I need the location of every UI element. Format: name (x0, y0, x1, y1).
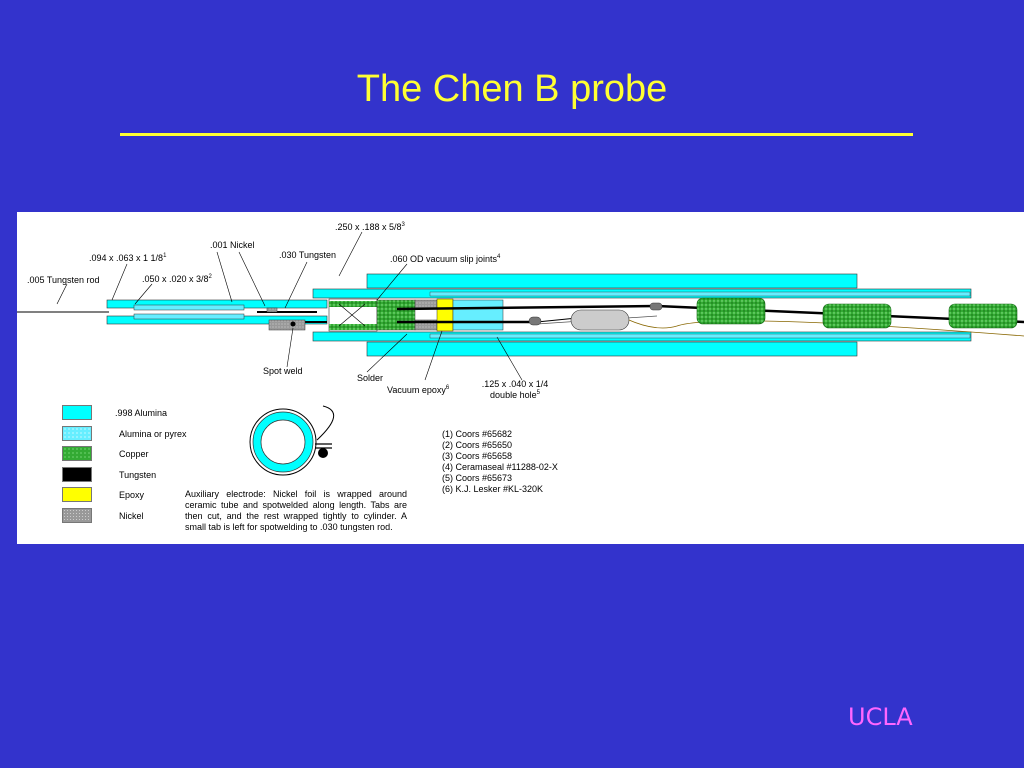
legend-swatch-copper (62, 446, 92, 461)
legend-swatch-alumina (62, 405, 92, 420)
label-nickel-001: .001 Nickel (210, 240, 255, 250)
epoxy-seal (436, 298, 454, 332)
diagram-panel: .250 x .188 x 5/83 .001 Nickel .094 x .0… (17, 212, 1024, 544)
reference-item: (6) K.J. Lesker #KL-320K (442, 484, 544, 494)
gray-capsule (570, 309, 630, 331)
label-tungsten-030: .030 Tungsten (279, 250, 337, 260)
alumina-tube-250 (312, 273, 972, 357)
legend-label: Tungsten (119, 470, 157, 480)
copper-coil-1 (696, 297, 766, 325)
label-double-hole: .125 x .040 x 1/4 double hole5 (481, 379, 549, 400)
label-spot-weld: Spot weld (263, 366, 303, 376)
reference-item: (4) Ceramaseal #11288-02-X (442, 462, 558, 472)
legend-swatch-pyrex (62, 426, 92, 441)
slide-title: The Chen B probe (356, 68, 668, 110)
legend-label: Epoxy (119, 490, 145, 500)
legend-swatch-nickel (62, 508, 92, 523)
reference-item: (2) Coors #65650 (442, 440, 513, 450)
legend-label: .998 Alumina (115, 408, 168, 418)
copper-coil-2 (822, 303, 892, 329)
auxiliary-electrode-drawing (249, 405, 334, 476)
auxiliary-note: Auxiliary electrode: Nickel foil is wrap… (185, 489, 407, 532)
label-alumina-050: .050 x .020 x 3/82 (142, 274, 212, 284)
reference-item: (3) Coors #65658 (442, 451, 513, 461)
alumina-tube-094 (106, 299, 328, 325)
label-solder: Solder (357, 373, 384, 383)
legend-swatch-epoxy (62, 487, 92, 502)
label-tungsten-rod: .005 Tungsten rod (27, 275, 100, 285)
double-hole-tube (452, 299, 504, 331)
nickel-tab (266, 307, 278, 313)
reference-item: (1) Coors #65682 (442, 429, 513, 439)
legend-label: Copper (119, 449, 149, 459)
probe-diagram (17, 231, 1024, 476)
legend-label: Alumina or pyrex (119, 429, 187, 439)
label-alumina-250: .250 x .188 x 5/83 (335, 222, 405, 232)
leader-lines (56, 231, 523, 381)
title-underline (120, 133, 913, 136)
copper-coil-3 (948, 303, 1018, 329)
label-slip-joints: .060 OD vacuum slip joints4 (390, 254, 501, 264)
label-vacuum-epoxy: Vacuum epoxy6 (387, 385, 450, 395)
label-alumina-094: .094 x .063 x 1 1/81 (89, 253, 167, 263)
slip-joint (528, 316, 542, 326)
copper-section (328, 298, 416, 332)
legend-swatch-tungsten (62, 467, 92, 482)
legend-label: Nickel (119, 511, 144, 521)
reference-item: (5) Coors #65673 (442, 473, 513, 483)
ucla-logo: UCLA (848, 703, 913, 731)
reference-list: (1) Coors #65682 (2) Coors #65650 (3) Co… (442, 429, 558, 495)
